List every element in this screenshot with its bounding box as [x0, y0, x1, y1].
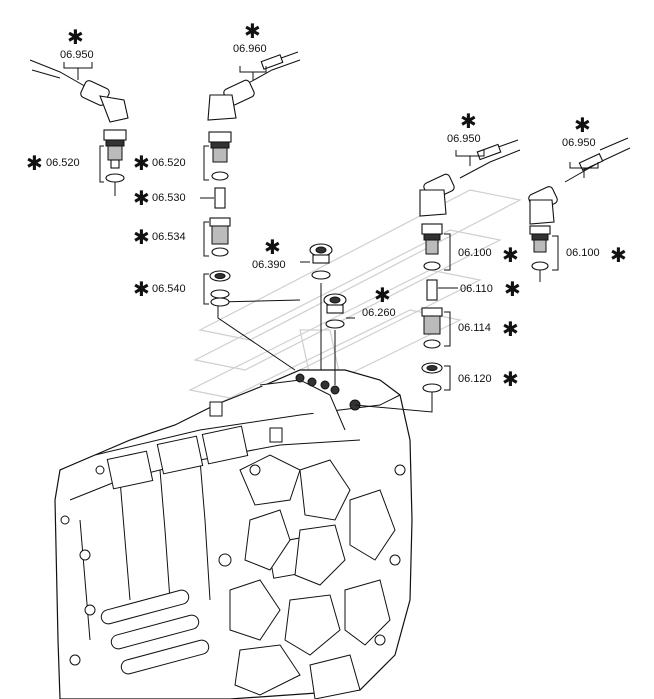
plug-06-260 — [323, 293, 347, 329]
callout-06-520-center: ✱ 06.520 — [133, 151, 186, 175]
sensor-assembly-left — [29, 59, 129, 196]
part-code: 06.950 — [562, 137, 596, 149]
asterisk-marker: ✱ — [133, 277, 150, 301]
part-code: 06.260 — [362, 307, 396, 319]
asterisk-marker: ✱ — [133, 225, 150, 249]
plug-06-390 — [309, 243, 333, 280]
callout-06-110: 06.110 ✱ — [460, 277, 521, 301]
asterisk-marker: ✱ — [133, 186, 150, 210]
callout-06-534: ✱ 06.534 — [133, 225, 186, 249]
asterisk-marker: ✱ — [574, 113, 591, 137]
callout-06-530: ✱ 06.530 — [133, 186, 186, 210]
part-code: 06.120 — [458, 373, 492, 385]
part-code: 06.950 — [60, 49, 94, 61]
part-code: 06.100 — [458, 247, 492, 259]
sensor-assembly-center-right — [419, 139, 521, 393]
part-code: 06.390 — [252, 259, 286, 271]
callout-06-114: 06.114 ✱ — [458, 317, 519, 341]
callout-06-520-left: ✱ 06.520 — [26, 151, 80, 175]
part-code: 06.540 — [152, 283, 186, 295]
asterisk-marker: ✱ — [26, 151, 43, 175]
asterisk-marker: ✱ — [502, 243, 519, 267]
callout-06-950-center-right: ✱ 06.950 — [447, 109, 481, 145]
callout-06-950-top-left: ✱ 06.950 — [60, 25, 94, 61]
part-code: 06.100 — [566, 247, 600, 259]
callout-06-960: ✱ 06.960 — [233, 19, 267, 55]
asterisk-marker: ✱ — [133, 151, 150, 175]
sensor-assembly-right — [528, 137, 631, 282]
part-code: 06.960 — [233, 43, 267, 55]
asterisk-marker: ✱ — [502, 367, 519, 391]
asterisk-marker: ✱ — [504, 277, 521, 301]
asterisk-marker: ✱ — [264, 235, 281, 259]
asterisk-marker: ✱ — [374, 283, 391, 307]
part-code: 06.950 — [447, 133, 481, 145]
callout-06-100-center: 06.100 ✱ — [458, 243, 519, 267]
transmission-housing — [54, 369, 413, 699]
callout-06-390: ✱ 06.390 — [252, 235, 286, 271]
callout-06-260: ✱ 06.260 — [362, 283, 396, 319]
part-code: 06.110 — [460, 283, 493, 295]
part-code: 06.534 — [152, 231, 186, 243]
asterisk-marker: ✱ — [67, 25, 84, 49]
part-code: 06.114 — [458, 322, 491, 334]
asterisk-marker: ✱ — [610, 243, 627, 267]
sensor-assembly-center-left — [207, 51, 301, 307]
asterisk-marker: ✱ — [502, 317, 519, 341]
callout-06-540: ✱ 06.540 — [133, 277, 186, 301]
callout-06-100-right: 06.100 ✱ — [566, 243, 627, 267]
asterisk-marker: ✱ — [244, 19, 261, 43]
callout-brackets — [63, 62, 599, 391]
callout-06-120: 06.120 ✱ — [458, 367, 519, 391]
part-code: 06.530 — [152, 192, 186, 204]
part-code: 06.520 — [46, 157, 80, 169]
callout-06-950-right: ✱ 06.950 — [562, 113, 596, 149]
part-code: 06.520 — [152, 157, 186, 169]
asterisk-marker: ✱ — [460, 109, 477, 133]
